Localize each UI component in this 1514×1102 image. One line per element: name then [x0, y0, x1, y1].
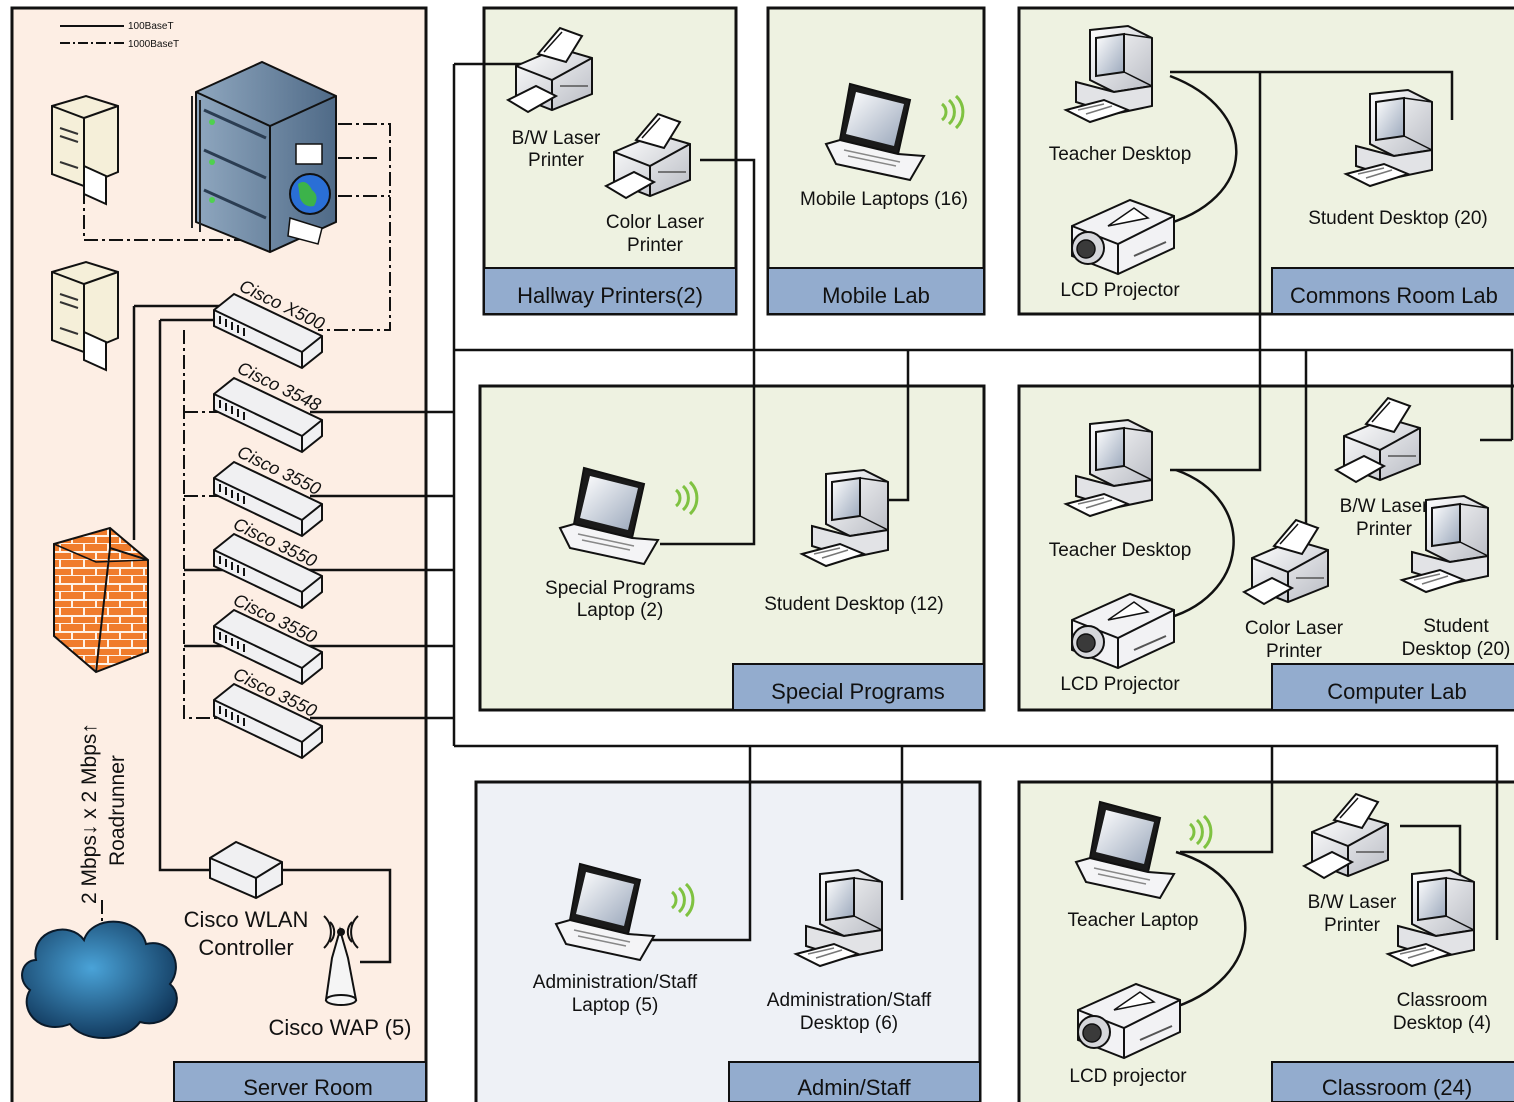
server-room-label: Server Room	[243, 1075, 373, 1100]
device-label: Printer	[1356, 519, 1413, 540]
admin-staff-label: Admin/Staff	[797, 1075, 911, 1100]
device-label: Classroom	[1397, 990, 1488, 1011]
device-label: Administration/Staff	[767, 990, 932, 1011]
device-label: Student Desktop (20)	[1308, 208, 1488, 229]
isp-labels: 2 Mbps↓ x 2 Mbps↑ Roadrunner	[78, 723, 129, 904]
device-label: B/W Laser	[1340, 496, 1429, 517]
computer-lab-label: Computer Lab	[1327, 679, 1466, 704]
device-label: Desktop (20)	[1402, 639, 1511, 660]
internet-cloud-icon	[21, 920, 178, 1039]
device-label: Administration/Staff	[533, 972, 698, 993]
device-label: Desktop (6)	[800, 1013, 898, 1034]
device-label: Student Desktop (12)	[764, 594, 944, 615]
device-label: Teacher Desktop	[1049, 540, 1192, 561]
device-label: LCD Projector	[1060, 280, 1180, 301]
classroom-label: Classroom (24)	[1322, 1075, 1472, 1100]
device-label: Laptop (5)	[572, 995, 659, 1016]
commons-room-label: Commons Room Lab	[1290, 283, 1498, 308]
wlan-controller-label: Cisco WLAN	[184, 907, 309, 932]
device-label: Printer	[627, 235, 684, 256]
device-label: LCD projector	[1069, 1066, 1187, 1087]
device-label: B/W Laser	[1308, 892, 1397, 913]
wlan-controller-label: Controller	[198, 935, 293, 960]
device-label: Mobile Laptops (16)	[800, 189, 968, 210]
device-label: Teacher Laptop	[1068, 910, 1199, 931]
hallway-printers-label: Hallway Printers(2)	[517, 283, 703, 308]
device-label: Laptop (2)	[577, 600, 664, 621]
gigabit-lines	[83, 123, 391, 1020]
legend-1000baset: 1000BaseT	[128, 39, 179, 50]
isp-speed-label: 2 Mbps↓ x 2 Mbps↑	[78, 723, 101, 904]
device-label: LCD Projector	[1060, 674, 1180, 695]
device-label: Printer	[1266, 641, 1323, 662]
device-label: Teacher Desktop	[1049, 144, 1192, 165]
connection-lines	[132, 62, 1514, 1012]
admin-staff-room: Admin/Staff	[474, 780, 982, 1102]
firewall-icon	[53, 526, 149, 674]
wap-label: Cisco WAP (5)	[268, 1015, 411, 1040]
device-label: Printer	[528, 150, 585, 171]
isp-provider-label: Roadrunner	[106, 755, 129, 866]
device-label: Printer	[1324, 915, 1381, 936]
special-programs-room: Special Programs	[478, 384, 986, 712]
access-point-icon	[323, 915, 359, 1006]
wlan-controller-icon	[209, 840, 283, 900]
device-label: Special Programs	[545, 578, 695, 599]
legend-100baset: 100BaseT	[128, 21, 174, 32]
device-label: Desktop (4)	[1393, 1013, 1491, 1034]
device-label: Student	[1423, 616, 1489, 637]
mobile-lab-label: Mobile Lab	[822, 283, 930, 308]
device-label: Color Laser	[1245, 618, 1344, 639]
hallway-printers-room: Hallway Printers(2)	[482, 6, 738, 316]
server-rack-icon	[191, 60, 337, 254]
device-label: Color Laser	[606, 212, 705, 233]
special-programs-label: Special Programs	[771, 679, 945, 704]
legend: 100BaseT 1000BaseT	[60, 21, 179, 50]
device-label: B/W Laser	[512, 128, 601, 149]
